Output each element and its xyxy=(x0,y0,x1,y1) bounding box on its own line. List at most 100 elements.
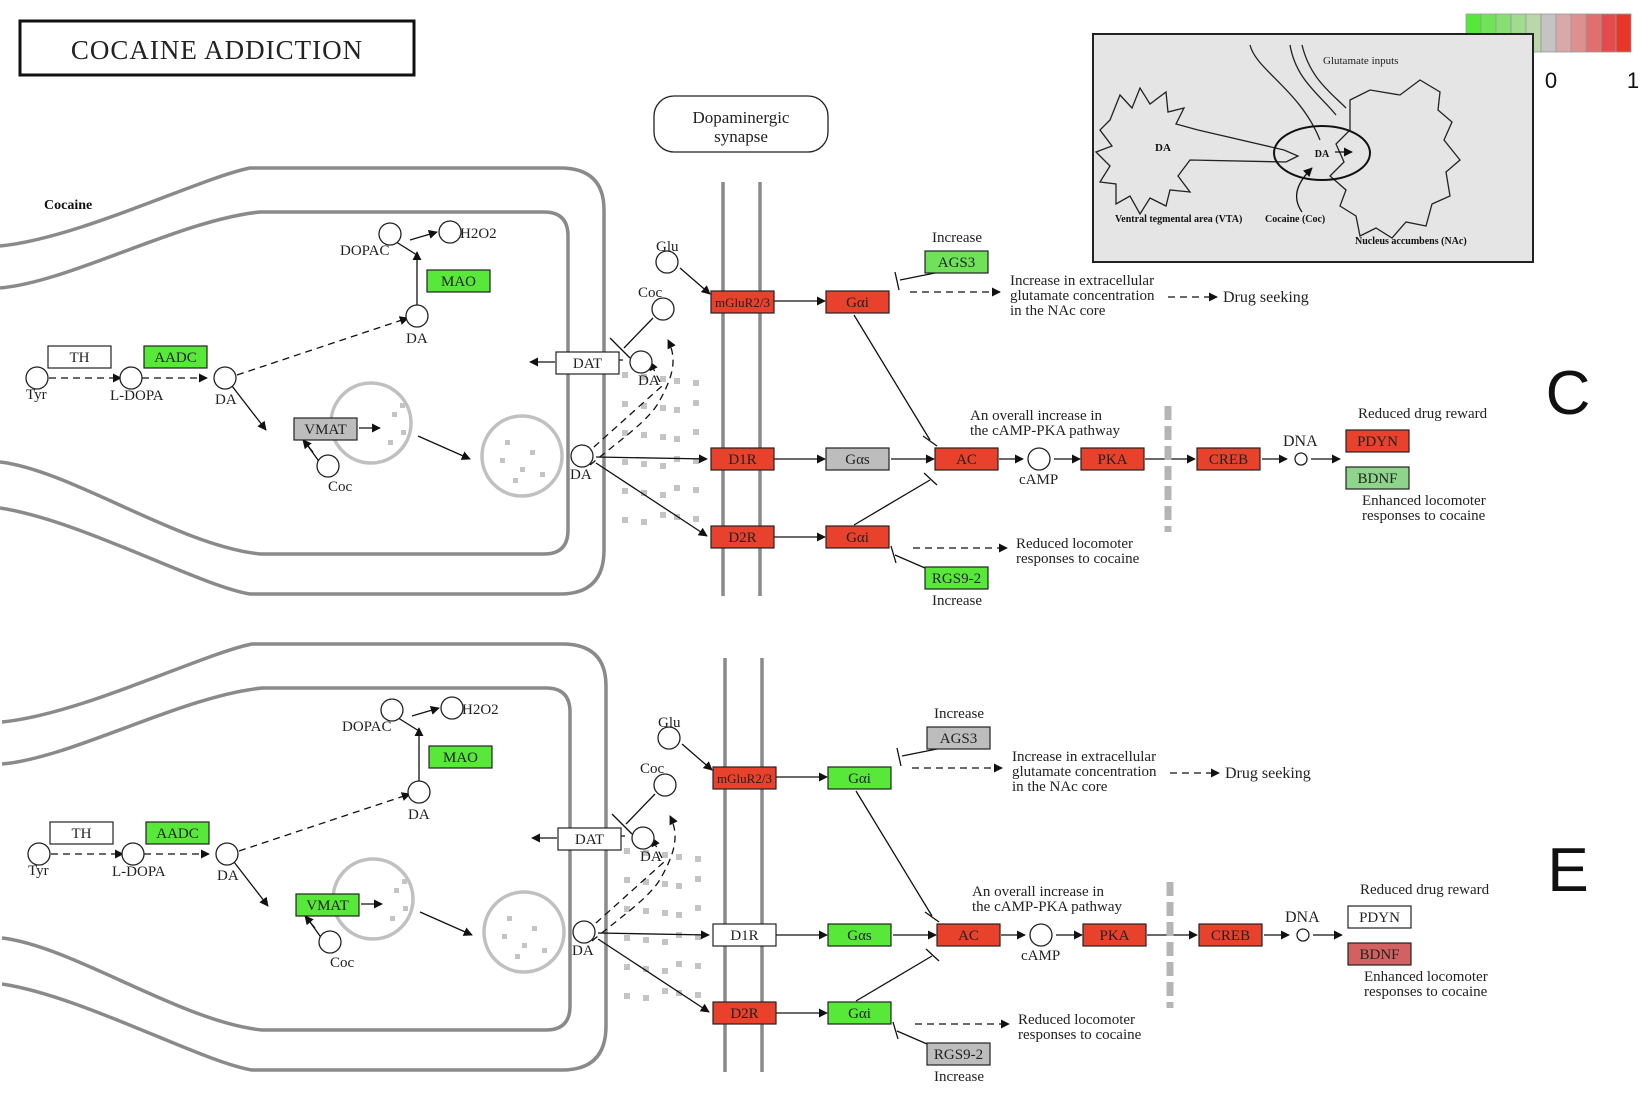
drug-seeking-label: Drug seeking xyxy=(1223,289,1309,306)
da-label: DA xyxy=(572,943,594,959)
compound-node xyxy=(440,696,464,720)
gene-box-aadc[interactable]: AADC xyxy=(143,345,208,369)
gene-box-fill xyxy=(825,525,890,549)
dopamine-particle xyxy=(502,934,507,939)
dopamine-particle xyxy=(530,450,535,455)
page-title: COCAINE ADDICTION xyxy=(71,35,363,65)
gene-label: PKA xyxy=(1099,928,1129,944)
gene-label: TH xyxy=(72,826,92,842)
gene-box-fill xyxy=(825,290,890,314)
dopamine-particle xyxy=(403,906,408,911)
gene-box-th[interactable]: TH xyxy=(47,345,112,369)
gene-box-aadc[interactable]: AADC xyxy=(145,821,210,845)
gene-box-creb[interactable]: CREB xyxy=(1198,923,1263,947)
inset-nac-label: Nucleus accumbens (NAc) xyxy=(1355,236,1467,247)
gene-box-fill xyxy=(710,447,775,471)
gene-box-mglur[interactable]: mGluR2/3 xyxy=(712,766,777,790)
presynaptic-membrane-inner xyxy=(0,210,570,556)
compound-node xyxy=(405,304,429,328)
gene-box-rgs9[interactable]: RGS9-2 xyxy=(926,1042,991,1066)
gene-box-rgs9[interactable]: RGS9-2 xyxy=(924,566,989,590)
inset-vta-label: Ventral tegmental area (VTA) xyxy=(1115,214,1242,225)
gene-box-ags3[interactable]: AGS3 xyxy=(926,726,991,750)
dopamine-particle xyxy=(622,430,628,436)
gene-box-bdnf[interactable]: BDNF xyxy=(1347,942,1412,966)
dopamine-particle xyxy=(622,459,628,465)
gene-box-fill xyxy=(1080,447,1145,471)
reduced-locomotor-label: responses to cocaine xyxy=(1016,551,1140,567)
gene-box-fill xyxy=(1347,942,1412,966)
gene-label: D1R xyxy=(730,928,758,944)
inhibition-bar xyxy=(611,813,633,835)
gene-box-fill xyxy=(926,726,991,750)
gene-box-ags3[interactable]: AGS3 xyxy=(924,250,989,274)
title-box: COCAINE ADDICTION xyxy=(18,19,416,77)
gene-box-th[interactable]: TH xyxy=(49,821,114,845)
cocaine-label: Cocaine xyxy=(44,198,92,213)
gene-box-fill xyxy=(827,766,892,790)
gene-box-pka[interactable]: PKA xyxy=(1080,447,1145,471)
gene-box-mao[interactable]: MAO xyxy=(428,745,493,769)
gene-box-fill xyxy=(710,525,775,549)
gene-box-dat[interactable]: DAT xyxy=(557,827,622,851)
dopamine-particle xyxy=(662,852,668,858)
gene-box-mao[interactable]: MAO xyxy=(426,269,491,293)
gene-label: Gαi xyxy=(846,295,869,311)
ldopa-label: L-DOPA xyxy=(112,864,166,880)
dopamine-particle xyxy=(643,966,649,972)
gene-label: D2R xyxy=(730,1006,758,1022)
dopamine-particle xyxy=(662,968,668,974)
gene-box-bdnf[interactable]: BDNF xyxy=(1345,466,1410,490)
dopamine-particle xyxy=(674,407,680,413)
reduced-locomotor-label: Reduced locomoter xyxy=(1018,1012,1135,1028)
gene-box-fill xyxy=(712,1001,777,1025)
enhanced-locomotor-label: Enhanced locomoter xyxy=(1362,493,1486,509)
nac-neuron-shape xyxy=(1329,79,1461,239)
compound-node xyxy=(1296,928,1310,942)
gene-box-d1r[interactable]: D1R xyxy=(710,447,775,471)
gene-box-gai_top[interactable]: Gαi xyxy=(825,290,890,314)
gene-box-d2r[interactable]: D2R xyxy=(710,525,775,549)
dopamine-particle xyxy=(693,380,699,386)
inhibition-bar xyxy=(922,435,938,447)
gene-box-ac[interactable]: AC xyxy=(936,923,1001,947)
gene-label: AC xyxy=(958,928,979,944)
reduced-locomotor-label: responses to cocaine xyxy=(1018,1027,1142,1043)
gene-box-creb[interactable]: CREB xyxy=(1196,447,1261,471)
dopamine-particle xyxy=(641,519,647,525)
compound-node xyxy=(1027,447,1051,471)
gene-box-vmat[interactable]: VMAT xyxy=(293,417,358,441)
gene-box-dat[interactable]: DAT xyxy=(555,351,620,375)
gene-box-gas[interactable]: Gαs xyxy=(825,447,890,471)
gene-label: DAT xyxy=(575,832,604,848)
glu-label: Glu xyxy=(656,239,679,255)
gene-box-gai_top[interactable]: Gαi xyxy=(827,766,892,790)
dopamine-particle xyxy=(515,954,520,959)
gene-box-gai_bot[interactable]: Gαi xyxy=(827,1001,892,1025)
coc-label: Coc xyxy=(638,285,663,301)
dopamine-particle xyxy=(662,910,668,916)
increase-label: Increase xyxy=(932,230,982,246)
gene-box-mglur[interactable]: mGluR2/3 xyxy=(710,290,775,314)
dopamine-particle xyxy=(660,434,666,440)
inset-da-synapse-label: DA xyxy=(1315,149,1330,160)
da-label: DA xyxy=(215,392,237,408)
gene-box-gas[interactable]: Gαs xyxy=(827,923,892,947)
gene-box-pka[interactable]: PKA xyxy=(1082,923,1147,947)
gene-box-pdyn[interactable]: PDYN xyxy=(1345,429,1410,453)
coc-label: Coc xyxy=(640,761,665,777)
gai-to-ac-inhibition xyxy=(853,314,931,441)
dopamine-particle xyxy=(641,490,647,496)
gene-box-d1r[interactable]: D1R xyxy=(712,923,777,947)
dopamine-particle xyxy=(643,937,649,943)
gene-box-pdyn[interactable]: PDYN xyxy=(1347,905,1412,929)
gene-box-fill xyxy=(1198,923,1263,947)
gene-box-gai_bot[interactable]: Gαi xyxy=(825,525,890,549)
h2o2-label: H2O2 xyxy=(460,226,497,242)
gene-box-fill xyxy=(1345,466,1410,490)
gene-box-d2r[interactable]: D2R xyxy=(712,1001,777,1025)
gene-box-ac[interactable]: AC xyxy=(934,447,999,471)
glutamate-effect-label: in the NAc core xyxy=(1010,303,1106,319)
gene-box-vmat[interactable]: VMAT xyxy=(295,893,360,917)
